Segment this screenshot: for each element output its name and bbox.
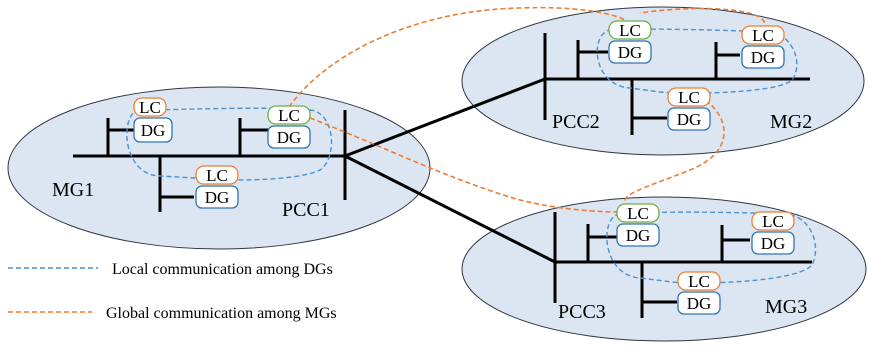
tie-line-mg1-mg3 (344, 154, 556, 264)
dg-label: DG (205, 188, 230, 207)
mg3-unit-1: LC DG (616, 203, 660, 247)
mg1-unit-2: LC DG (267, 105, 311, 149)
dg-box (741, 45, 785, 69)
mg2-unit-2: LC DG (741, 25, 785, 69)
mg3-label: MG3 (765, 296, 807, 318)
lc-label: LC (752, 26, 774, 45)
lc-box (667, 87, 711, 107)
dg-box (667, 107, 711, 131)
lc-box (677, 271, 721, 291)
lc-label: LC (627, 204, 649, 223)
lc-label: LC (278, 106, 300, 125)
dg-label: DG (761, 234, 786, 253)
tie-line-mg1-mg2 (344, 77, 546, 158)
mg2-label: MG2 (770, 111, 812, 133)
mg3-unit-3: LC DG (677, 271, 721, 315)
global-comm-mg2-mg3 (639, 7, 766, 31)
mg2-network (543, 33, 810, 135)
dg-label: DG (626, 226, 651, 245)
legend-global-label: Global communication among MGs (106, 305, 337, 322)
dg-label: DG (677, 110, 702, 129)
lc-box (608, 20, 652, 40)
lc-label: LC (678, 88, 700, 107)
legend-local-label: Local communication among DGs (112, 261, 333, 278)
dg-label: DG (618, 43, 643, 62)
lc-box (267, 105, 311, 125)
dg-label: DG (687, 294, 712, 313)
dg-box (677, 291, 721, 315)
mg2-unit-1: LC DG (608, 20, 652, 64)
mg1-label: MG1 (52, 179, 94, 201)
mg3-local-comm (606, 211, 817, 284)
lc-label: LC (206, 166, 228, 185)
pcc3-label: PCC3 (558, 301, 606, 323)
mg3-unit-2: LC DG (751, 211, 795, 255)
lc-box (616, 203, 660, 223)
dg-box (751, 231, 795, 255)
pcc1-label: PCC1 (282, 199, 330, 221)
dg-box (133, 117, 173, 143)
dg-label: DG (751, 48, 776, 67)
global-comm-mg1-mg2 (288, 6, 626, 108)
legend: Local communication among DGs Global com… (8, 261, 337, 322)
lc-box (751, 211, 795, 231)
mg3-network (553, 212, 812, 318)
global-comm-mg2-mg3-long (623, 91, 725, 209)
lc-label: LC (688, 272, 710, 291)
dg-box (195, 185, 239, 209)
dg-label: DG (141, 121, 166, 140)
lc-label: LC (619, 21, 641, 40)
pcc2-label: PCC2 (552, 111, 600, 133)
mg1-local-comm (126, 107, 333, 181)
dg-label: DG (277, 128, 302, 147)
mg3-region (461, 196, 867, 342)
lc-label: LC (762, 212, 784, 231)
mg1-network (73, 110, 347, 212)
dg-box (608, 40, 652, 64)
dg-box (616, 223, 660, 247)
global-comm-mg1-mg3 (309, 117, 621, 213)
lc-box (133, 97, 167, 117)
lc-box (195, 165, 239, 185)
dg-box (267, 125, 311, 149)
mg1-unit-1: LC DG (133, 97, 173, 143)
mg2-unit-3: LC DG (667, 87, 711, 131)
mg1-unit-3: LC DG (195, 165, 239, 209)
lc-label: LC (139, 98, 161, 117)
lc-box (741, 25, 785, 45)
